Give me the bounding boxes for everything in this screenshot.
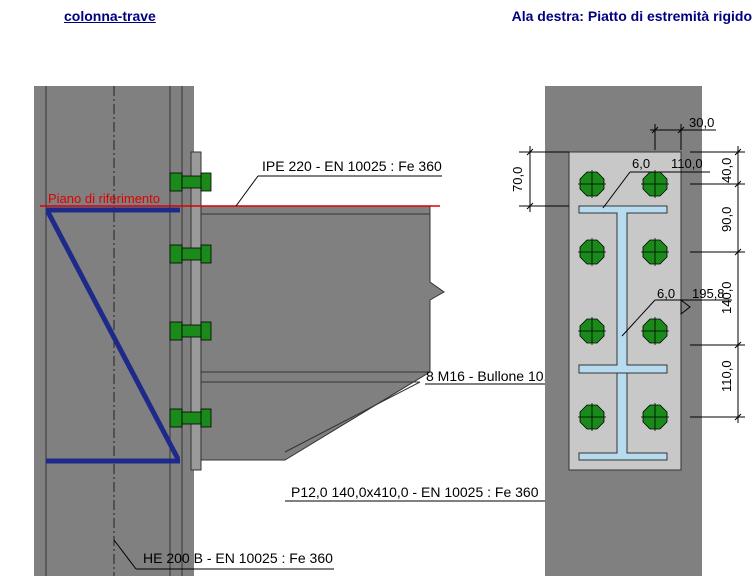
beam-section-top	[578, 205, 668, 374]
dimension-right-bottom-text: 110,0	[719, 360, 734, 392]
reference-plane-label: Piano di riferimento	[48, 191, 160, 206]
stiffener-diagonal	[45, 210, 181, 461]
dimension-right-top-text: 40,0	[719, 158, 734, 183]
weld-flange-text: 6,0	[632, 156, 650, 171]
header-right-title: Ala destra: Piatto di estremità rigido	[511, 8, 752, 24]
weld-symbol	[680, 298, 691, 316]
dimension-top-offset	[650, 124, 716, 150]
dimension-right-chain	[690, 146, 745, 423]
weld-web-leader	[621, 299, 656, 337]
weld-web-text: 6,0	[657, 286, 675, 301]
bolts-label: 8 M16 - Bullone 10.9	[426, 368, 555, 384]
dimension-right-third-text: 140,0	[719, 281, 734, 314]
weld-flange-leader	[602, 171, 631, 209]
column-label-leader	[113, 539, 137, 570]
haunch-inner-line	[284, 381, 421, 453]
weld-length-text: 195,8	[692, 286, 725, 301]
beam-label: IPE 220 - EN 10025 : Fe 360	[262, 158, 442, 174]
plate-label: P12,0 140,0x410,0 - EN 10025 : Fe 360	[291, 484, 539, 500]
header-left-title: colonna-trave	[64, 8, 156, 24]
beam-label-leader	[235, 175, 259, 207]
dimension-left-vertical-text: 70,0	[510, 167, 525, 192]
bolt-crosshairs	[578, 170, 669, 431]
beam-section-haunch	[578, 372, 668, 461]
gauge-text: 110,0	[671, 156, 703, 171]
dimension-left-vertical	[519, 146, 569, 212]
column-label: HE 200 B - EN 10025 : Fe 360	[143, 550, 333, 566]
side-bolt	[169, 172, 212, 192]
side-bolt	[169, 408, 212, 428]
side-bolt	[169, 321, 212, 341]
dimension-top-offset-text: 30,0	[689, 115, 714, 130]
side-bolt	[169, 244, 212, 264]
dimension-right-second-text: 90,0	[719, 207, 734, 232]
beam-body	[200, 205, 445, 461]
